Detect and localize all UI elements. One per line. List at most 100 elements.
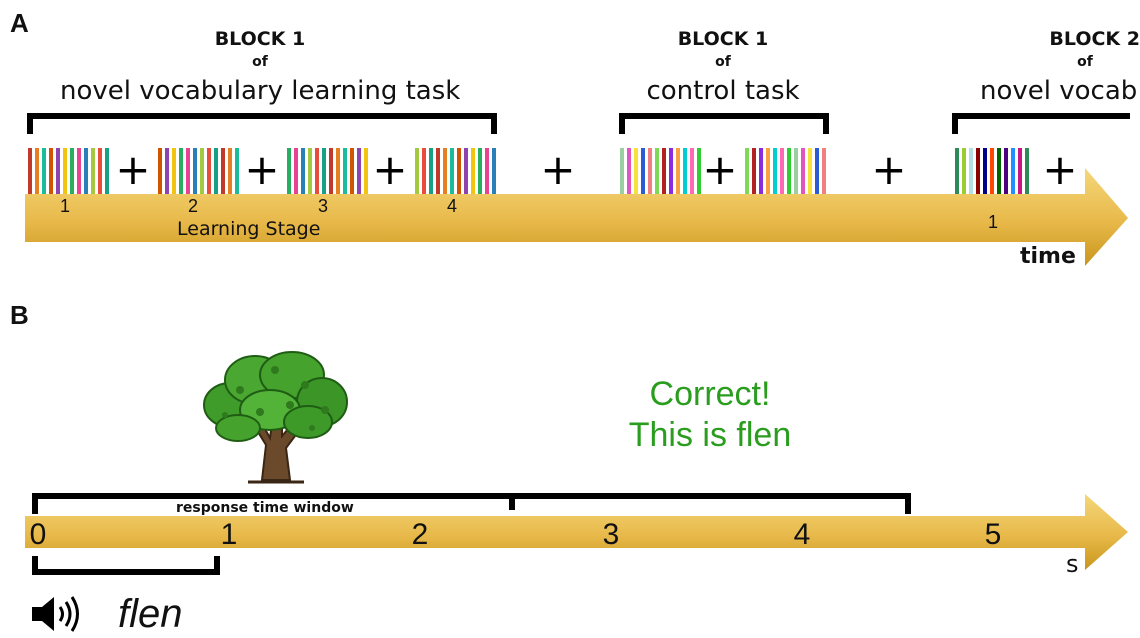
stimulus-bar [443, 148, 447, 194]
fixation-plus-3: + [372, 145, 407, 194]
block1-control-of: of [715, 54, 731, 70]
stimulus-bar [1025, 148, 1029, 194]
stimulus-bar [752, 148, 756, 194]
stimulus-bar [207, 148, 211, 194]
stimulus-bar [808, 148, 812, 194]
stimulus-set-block2-1 [955, 148, 1029, 194]
stimulus-bar [485, 148, 489, 194]
stimulus-bar [997, 148, 1001, 194]
stimulus-set-learning-2 [158, 148, 239, 194]
stimulus-bar [745, 148, 749, 194]
fixation-plus-4: + [540, 145, 575, 194]
stage-number-1: 1 [59, 196, 70, 216]
stimulus-bar [42, 148, 46, 194]
stimulus-bar [983, 148, 987, 194]
block2-title: BLOCK 2 [1049, 28, 1140, 50]
stimulus-bar [436, 148, 440, 194]
stimulus-bar [77, 148, 81, 194]
speaker-icon [32, 596, 79, 632]
stimulus-bar [697, 148, 701, 194]
stimulus-bar [655, 148, 659, 194]
stimulus-set-learning-3 [287, 148, 368, 194]
block1-learning-title: BLOCK 1 [214, 28, 306, 50]
stimulus-bar [429, 148, 433, 194]
timeline-arrow-b [25, 494, 1128, 570]
time-label: time [1020, 244, 1076, 269]
stimulus-bar [976, 148, 980, 194]
bracket-control [619, 113, 829, 134]
stimulus-bar [49, 148, 53, 194]
stimulus-bar [105, 148, 109, 194]
bracket-audio [32, 556, 220, 575]
stimulus-bar [315, 148, 319, 194]
stimulus-bar [1004, 148, 1008, 194]
feedback-line-1: Correct! [649, 375, 771, 413]
stimulus-bar [91, 148, 95, 194]
stimulus-bar [962, 148, 966, 194]
feedback-text: Correct! This is flen [580, 374, 840, 456]
stimulus-bar [322, 148, 326, 194]
bracket-response-window [32, 493, 911, 514]
stimulus-bar [1018, 148, 1022, 194]
stimulus-bar [662, 148, 666, 194]
block1-learning-of: of [252, 54, 268, 70]
stimulus-bar [336, 148, 340, 194]
stimulus-bar [357, 148, 361, 194]
stimulus-bar [787, 148, 791, 194]
tick-0: 0 [29, 518, 47, 551]
stimulus-bar [228, 148, 232, 194]
bracket-block2 [952, 113, 1130, 134]
panel-a-label: A [10, 8, 29, 38]
stimulus-bar [287, 148, 291, 194]
stimulus-set-control-2 [745, 148, 826, 194]
stimulus-bar [56, 148, 60, 194]
stimulus-bar [780, 148, 784, 194]
fixation-plus-2: + [244, 145, 279, 194]
tree-picture [203, 351, 348, 484]
stage-number-2: 2 [187, 196, 198, 216]
stimulus-bar [350, 148, 354, 194]
spoken-word: flen [118, 592, 183, 636]
block2-task: novel vocab [980, 76, 1138, 106]
stimulus-bar [179, 148, 183, 194]
stimulus-bar [63, 148, 67, 194]
stimulus-bar [158, 148, 162, 194]
stimulus-bar [766, 148, 770, 194]
stimulus-bar [186, 148, 190, 194]
stimulus-bar [364, 148, 368, 194]
stimulus-bar [422, 148, 426, 194]
fixation-plus-7: + [1042, 145, 1077, 194]
fixation-plus-1: + [115, 145, 150, 194]
stimulus-bar [415, 148, 419, 194]
stimulus-bar [98, 148, 102, 194]
stimulus-bar [1011, 148, 1015, 194]
tick-5: 5 [984, 518, 1002, 551]
stimulus-bar [84, 148, 88, 194]
stimulus-bar [492, 148, 496, 194]
stimulus-bar [193, 148, 197, 194]
block2-stage-number-1: 1 [987, 212, 998, 232]
stimulus-bar [794, 148, 798, 194]
stimulus-bar [478, 148, 482, 194]
stimulus-bar [165, 148, 169, 194]
stimulus-bar [200, 148, 204, 194]
stimulus-bar [450, 148, 454, 194]
block1-learning-task: novel vocabulary learning task [60, 76, 461, 106]
bracket-learning [27, 113, 497, 134]
stimulus-bar [70, 148, 74, 194]
stage-number-3: 3 [317, 196, 328, 216]
stimulus-bar [669, 148, 673, 194]
learning-stage-label: Learning Stage [177, 218, 321, 240]
fixation-plus-5: + [702, 145, 737, 194]
stimulus-bar [28, 148, 32, 194]
block2-of: of [1077, 54, 1093, 70]
stimulus-bar [690, 148, 694, 194]
stimulus-bar [822, 148, 826, 194]
stimulus-bar [172, 148, 176, 194]
stimulus-bar [773, 148, 777, 194]
stimulus-bar [214, 148, 218, 194]
timeline-arrow-a [25, 168, 1128, 266]
tick-4: 4 [793, 518, 811, 551]
stimulus-bar [35, 148, 39, 194]
response-window-label: response time window [176, 500, 354, 516]
